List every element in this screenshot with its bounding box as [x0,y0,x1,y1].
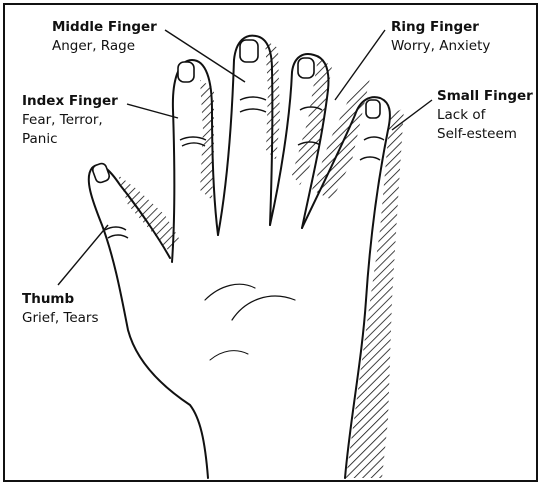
middle-finger-emotions: Anger, Rage [52,37,157,56]
label-middle-finger: Middle Finger Anger, Rage [52,18,157,56]
thumb-emotions: Grief, Tears [22,309,99,328]
middle-finger-name: Middle Finger [52,18,157,37]
small-finger-emotions: Lack of Self-esteem [437,106,533,144]
ring-finger-emotions: Worry, Anxiety [391,37,490,56]
hand-outline [89,36,390,478]
thumb-name: Thumb [22,290,99,309]
label-index-finger: Index Finger Fear, Terror, Panic [22,92,118,149]
label-thumb: Thumb Grief, Tears [22,290,99,328]
index-finger-emotions: Fear, Terror, Panic [22,111,118,149]
ring-finger-name: Ring Finger [391,18,490,37]
small-finger-name: Small Finger [437,87,533,106]
label-small-finger: Small Finger Lack of Self-esteem [437,87,533,144]
hatched-shadows [118,40,404,478]
index-finger-name: Index Finger [22,92,118,111]
label-ring-finger: Ring Finger Worry, Anxiety [391,18,490,56]
